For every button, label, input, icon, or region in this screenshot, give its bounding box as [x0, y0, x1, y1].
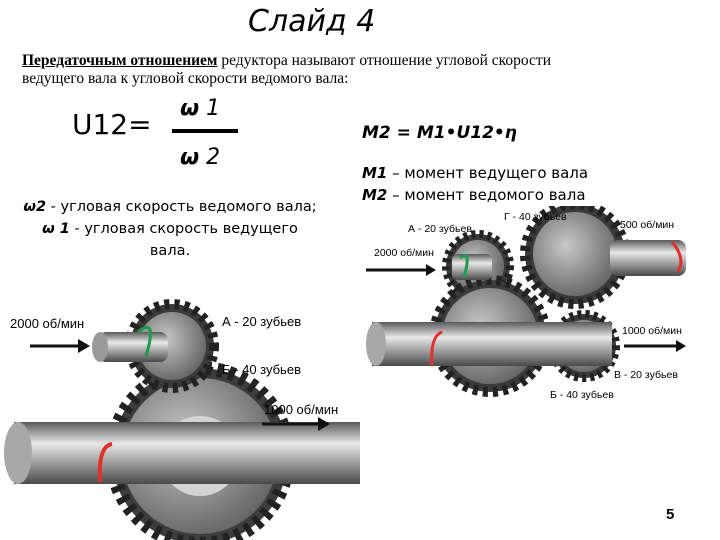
legend-m1: M1 – момент ведущего вала	[362, 162, 588, 184]
legend-m1-text: – момент ведущего вала	[387, 164, 589, 182]
right-input-shaft	[452, 254, 492, 280]
right-gear-v-label: В - 20 зубьев	[614, 369, 678, 381]
legend-w2: ω2 - угловая скорость ведомого вала;	[20, 196, 320, 218]
output-shaft	[14, 422, 360, 484]
output-shaft-end	[4, 422, 32, 484]
single-stage-gear-illustration: 2000 об/мин А - 20 зубьев Б - 40 зубьев …	[4, 299, 360, 540]
right-red-rotation-arrow-icon	[430, 330, 443, 367]
left-gear-b-label: Б - 40 зубьев	[222, 362, 301, 377]
omega-symbol-2: ω	[180, 145, 200, 170]
right-top-output-speed-label: 500 об/мин	[620, 219, 674, 231]
omega-symbol-1: ω	[180, 96, 200, 121]
legend-w2-text: - угловая скорость ведомого вала;	[46, 199, 317, 215]
ratio-numerator: ω 1	[180, 96, 220, 121]
slide-title: Слайд 4	[248, 4, 376, 39]
right-green-rotation-arrow-icon	[459, 254, 469, 279]
right-intermediate-shaft	[372, 322, 612, 366]
right-gear-g-label: Г - 40 зубьев	[504, 211, 567, 223]
legend-m2-symbol: M2	[362, 186, 388, 204]
fraction-line	[172, 129, 238, 133]
intro-term: Передаточным отношением	[22, 52, 218, 69]
ratio-lhs: U12=	[72, 108, 152, 141]
torque-legend: M1 – момент ведущего вала M2 – момент ве…	[362, 162, 588, 206]
right-input-arrowhead-icon	[426, 264, 436, 276]
left-output-speed-label: 1000 об/мин	[264, 402, 338, 417]
gear-a-small	[125, 299, 219, 393]
red-rotation-arrow-icon	[97, 442, 113, 483]
legend-m2: M2 – момент ведомого вала	[362, 184, 588, 206]
left-input-speed-label: 2000 об/мин	[10, 316, 84, 331]
legend-w2-symbol: ω2	[23, 199, 47, 215]
two-stage-gear-illustration: Г - 40 зубьев А - 20 зубьев 2000 об/мин …	[366, 206, 686, 401]
omega-index-1: 1	[199, 96, 221, 121]
output-arrowhead-icon	[318, 417, 330, 431]
omega-index-2: 2	[199, 145, 221, 170]
legend-w1: ω 1 - угловая скорость ведущего вала.	[20, 218, 320, 262]
green-rotation-arrow-icon	[137, 326, 152, 357]
ratio-denominator: ω 2	[180, 145, 220, 170]
left-gear-a-label: А - 20 зубьев	[222, 314, 301, 329]
right-input-speed-label: 2000 об/мин	[374, 247, 434, 259]
right-top-red-rotation-arrow-icon	[670, 241, 683, 273]
legend-m1-symbol: M1	[362, 164, 388, 182]
intro-rest: редуктора называют отношение угловой ско…	[22, 52, 551, 87]
right-gear-a-label: А - 20 зубьев	[408, 223, 472, 235]
right-gear-b-label: Б - 40 зубьев	[550, 389, 614, 401]
input-shaft-end	[92, 332, 108, 362]
right-output-arrowhead-icon	[676, 340, 686, 352]
torque-formula: M2 = M1•U12•η	[362, 123, 517, 143]
input-shaft	[98, 332, 168, 362]
input-arrowhead-icon	[78, 339, 90, 353]
intro-paragraph: Передаточным отношением редуктора называ…	[22, 52, 582, 88]
omega-legend: ω2 - угловая скорость ведомого вала; ω 1…	[20, 196, 320, 262]
right-shaft-end	[366, 322, 386, 366]
legend-w1-text: - угловая скорость ведущего вала.	[69, 221, 298, 259]
page-number: 5	[666, 506, 675, 523]
right-top-output-shaft	[610, 240, 686, 276]
legend-w1-symbol: ω 1	[42, 221, 70, 237]
legend-m2-text: – момент ведомого вала	[387, 186, 586, 204]
right-mid-output-speed-label: 1000 об/мин	[622, 325, 682, 337]
